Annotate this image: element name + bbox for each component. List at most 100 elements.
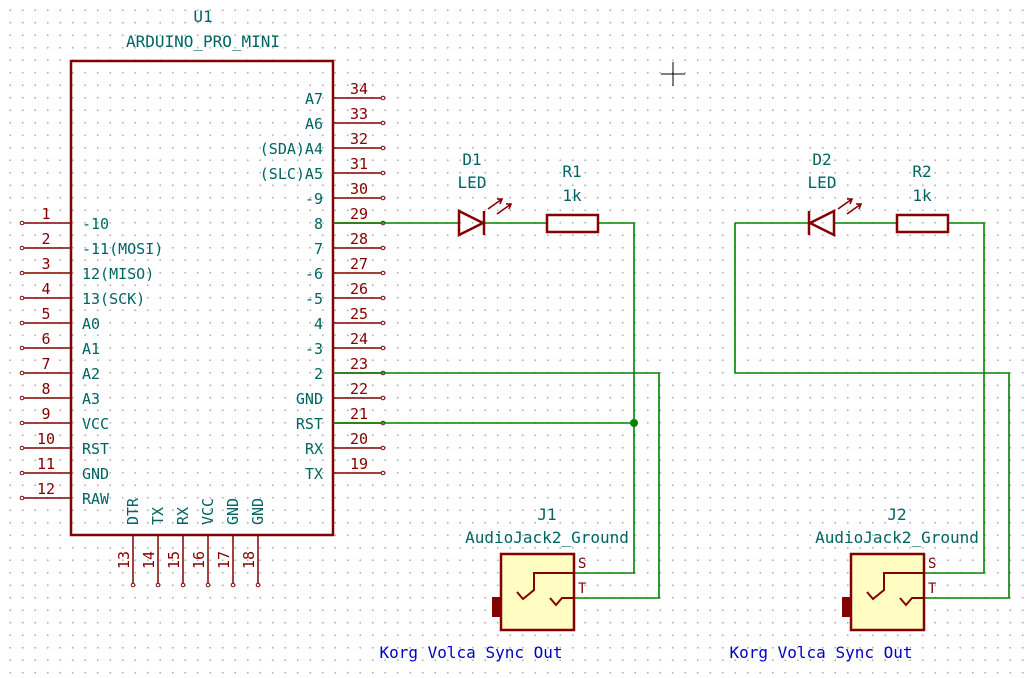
u1-pin-8[interactable]: 8A3 xyxy=(19,380,100,408)
wire-r1-j1-sleeve xyxy=(575,222,635,574)
pin-end xyxy=(380,170,386,176)
j1-reference: J1 xyxy=(537,505,556,524)
u1-pin-3[interactable]: 312(MISO) xyxy=(19,255,154,283)
j2-pin-t-label: T xyxy=(928,581,937,597)
pin-number: 25 xyxy=(350,305,368,323)
u1-pin-24[interactable]: 24-3 xyxy=(305,330,386,358)
j1-audio-jack[interactable]: J1 AudioJack2_Ground S T xyxy=(465,505,629,632)
pin-name: VCC xyxy=(82,415,109,433)
u1-pin-1[interactable]: 1-10 xyxy=(19,205,109,233)
r2-reference: R2 xyxy=(912,162,931,181)
d1-led[interactable]: D1 LED xyxy=(458,150,513,238)
pin-end xyxy=(380,195,386,201)
pin-end xyxy=(19,320,25,326)
pin-name: TX xyxy=(149,507,167,525)
pin-name: 2 xyxy=(314,365,323,383)
pin-name: A6 xyxy=(305,115,323,133)
pin-name: RX xyxy=(174,507,192,525)
pin-number: 34 xyxy=(350,80,368,98)
pin-number: 19 xyxy=(350,455,368,473)
j1-sleeve-tab xyxy=(492,597,500,617)
pin-name: 7 xyxy=(314,240,323,258)
u1-pin-31[interactable]: 31(SLC)A5 xyxy=(260,155,386,183)
pin-name: GND xyxy=(296,390,323,408)
pin-name: GND xyxy=(224,498,242,525)
j1-body xyxy=(499,552,576,632)
pin-name: RST xyxy=(296,415,323,433)
pin-name: A2 xyxy=(82,365,100,383)
d1-value: LED xyxy=(458,173,487,192)
j2-sleeve-contact xyxy=(866,572,925,601)
pin-name: GND xyxy=(249,498,267,525)
u1-pin-23[interactable]: 23 2 xyxy=(314,355,386,383)
pin-end xyxy=(380,395,386,401)
pin-number: 14 xyxy=(140,551,158,569)
u1-pin-29[interactable]: 298 xyxy=(314,205,386,233)
pin-number: 23 xyxy=(350,355,368,373)
r2-resistor[interactable]: R2 1k xyxy=(895,162,950,234)
pin-number: 32 xyxy=(350,130,368,148)
u1-pin-2[interactable]: 2 -11(MOSI) xyxy=(19,230,163,258)
u1-pin-18[interactable]: 18 GND xyxy=(240,498,267,588)
pin-name: -9 xyxy=(305,190,323,208)
u1-pin-15[interactable]: 15 RX xyxy=(165,507,192,588)
j2-tip-contact xyxy=(899,597,925,607)
u1-pin-32[interactable]: 32 (SDA)A4 xyxy=(260,130,386,158)
r1-resistor[interactable]: R1 1k xyxy=(545,162,600,234)
pin-number: 4 xyxy=(41,280,50,298)
pin-end xyxy=(255,582,261,588)
u1-pin-26[interactable]: 26-5 xyxy=(305,280,386,308)
pin-end xyxy=(19,370,25,376)
u1-pin-14[interactable]: 14 TX xyxy=(140,507,167,588)
pin-number: 18 xyxy=(240,551,258,569)
pin-name: A0 xyxy=(82,315,100,333)
pin-end xyxy=(380,320,386,326)
u1-arduino-pro-mini[interactable]: U1 ARDUINO_PRO_MINI 1-102-11(MOSI)312(MI… xyxy=(19,7,386,588)
j2-body xyxy=(849,552,926,632)
pin-number: 12 xyxy=(37,480,55,498)
pin-number: 2 xyxy=(41,230,50,248)
pin-end xyxy=(380,245,386,251)
d2-led[interactable]: D2 LED xyxy=(807,150,863,238)
u1-pin-5[interactable]: 5A0 xyxy=(19,305,100,333)
u1-pin-7[interactable]: 7A2 xyxy=(19,355,100,383)
pin-name: TX xyxy=(305,465,323,483)
u1-pin-4[interactable]: 413(SCK) xyxy=(19,280,145,308)
j1-tip-contact xyxy=(549,597,575,607)
crosshair-cursor-icon xyxy=(661,62,685,86)
u1-pin-30[interactable]: 30-9 xyxy=(305,180,386,208)
pin-end xyxy=(19,495,25,501)
u1-pin-27[interactable]: 27-6 xyxy=(305,255,386,283)
u1-pin-25[interactable]: 254 xyxy=(314,305,386,333)
j2-value: AudioJack2_Ground xyxy=(815,528,979,547)
pin-number: 15 xyxy=(165,551,183,569)
j2-sleeve-tab xyxy=(842,597,850,617)
pin-name: (SDA)A4 xyxy=(260,140,323,158)
pin-end xyxy=(19,345,25,351)
pin-number: 1 xyxy=(41,205,50,223)
pin-number: 16 xyxy=(190,551,208,569)
pin-name: -11(MOSI) xyxy=(82,240,163,258)
pin-name: DTR xyxy=(124,497,142,525)
pin-end xyxy=(19,420,25,426)
u1-pin-28[interactable]: 287 xyxy=(314,230,386,258)
u1-pin-6[interactable]: 6A1 xyxy=(19,330,100,358)
j2-audio-jack[interactable]: J2 AudioJack2_Ground S T xyxy=(815,505,979,632)
pin-number: 9 xyxy=(41,405,50,423)
pin-number: 8 xyxy=(41,380,50,398)
r1-value: 1k xyxy=(562,186,582,205)
